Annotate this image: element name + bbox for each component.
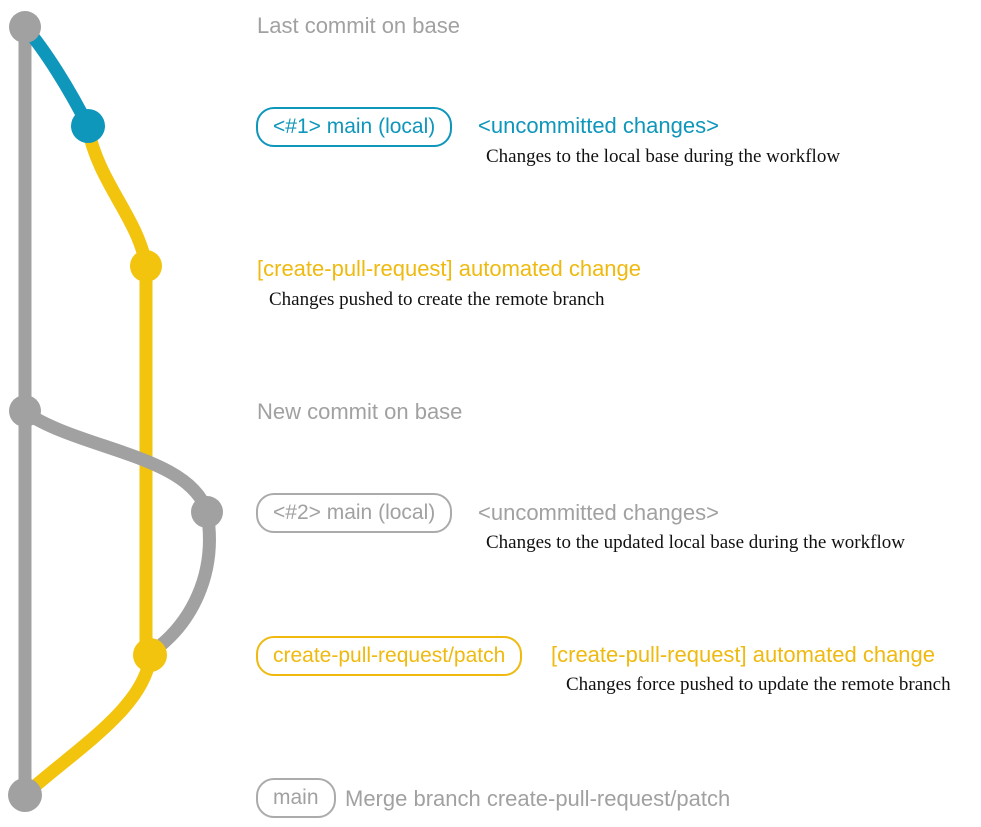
node-uncommitted-changes-2: [191, 496, 223, 528]
local-change-curve: [18, 20, 95, 133]
branch-badge-patch: create-pull-request/patch: [256, 636, 523, 676]
node-automated-change-1: [130, 250, 162, 282]
commit-graph: [8, 11, 223, 812]
commit-title-automated-2: [create-pull-request] automated change: [551, 642, 936, 667]
node-uncommitted-changes-1: [71, 109, 105, 143]
patch-branch-line: [81, 121, 153, 662]
merge-curve: [20, 651, 157, 800]
commit-title-uncommitted-1: <uncommitted changes>: [478, 113, 719, 138]
commit-desc-uncommitted-1: Changes to the local base during the wor…: [486, 146, 841, 167]
commit-title-uncommitted-2: <uncommitted changes>: [478, 500, 719, 525]
node-new-commit-on-base: [9, 395, 41, 427]
node-merge-commit: [8, 778, 42, 812]
updated-local-curve-in: [145, 505, 216, 659]
commit-desc-uncommitted-2: Changes to the updated local base during…: [486, 532, 905, 553]
commit-desc-automated-1: Changes pushed to create the remote bran…: [269, 289, 605, 310]
commit-desc-automated-2: Changes force pushed to update the remot…: [566, 674, 951, 695]
label-last-commit-on-base: Last commit on base: [257, 13, 460, 38]
commit-title-merge: Merge branch create-pull-request/patch: [345, 786, 731, 811]
label-new-commit-on-base: New commit on base: [257, 399, 463, 424]
updated-local-curve-out: [18, 405, 214, 519]
node-last-commit-on-base: [9, 11, 41, 43]
branch-badge-main: main: [256, 778, 336, 818]
commit-title-automated-1: [create-pull-request] automated change: [257, 256, 642, 281]
branch-badge-main-local-2: <#2> main (local): [256, 493, 453, 533]
node-automated-change-2: [133, 638, 167, 672]
branch-badge-main-local-1: <#1> main (local): [256, 107, 453, 147]
